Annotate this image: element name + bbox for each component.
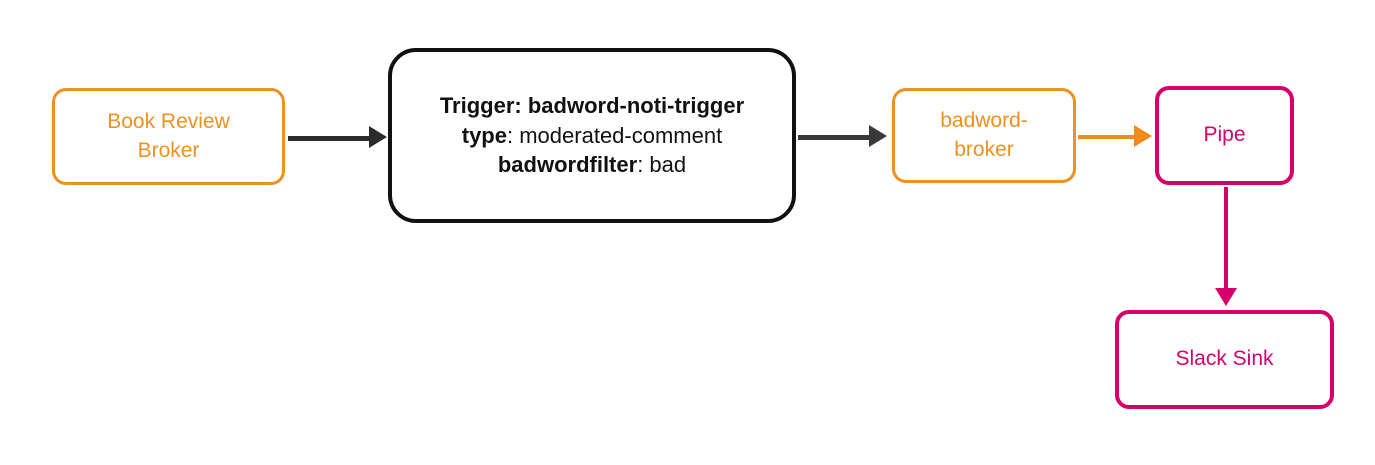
arrowhead-right-icon bbox=[869, 125, 887, 147]
node-trigger-line-2-value: moderated-comment bbox=[519, 122, 723, 148]
node-trigger-line-3-value: bad bbox=[649, 152, 687, 178]
node-slack-sink-label: Slack Sink bbox=[1175, 347, 1274, 371]
node-trigger-line-2-separator: : bbox=[507, 122, 520, 148]
node-pipe-label: Pipe bbox=[1203, 123, 1246, 147]
node-trigger-label: Trigger: badword-noti-trigger type: mode… bbox=[440, 91, 744, 180]
node-badword-broker-line-1: badword- bbox=[940, 109, 1028, 133]
node-trigger-line-3-key: badwordfilter bbox=[497, 152, 638, 178]
node-badword-broker[interactable]: badword- broker bbox=[892, 88, 1076, 183]
node-trigger-line-1: Trigger: badword-noti-trigger bbox=[439, 92, 745, 118]
node-trigger-line-3: badwordfilter: bad bbox=[440, 150, 744, 180]
edge-shaft bbox=[1078, 135, 1137, 139]
node-trigger[interactable]: Trigger: badword-noti-trigger type: mode… bbox=[388, 48, 796, 223]
edge-shaft bbox=[288, 136, 372, 141]
node-slack-sink[interactable]: Slack Sink bbox=[1115, 310, 1334, 409]
node-book-review-broker-label: Book Review Broker bbox=[107, 108, 230, 165]
node-book-review-broker-line-2: Broker bbox=[137, 138, 200, 162]
node-trigger-line-2: type: moderated-comment bbox=[440, 121, 744, 151]
node-trigger-line-3-separator: : bbox=[637, 152, 650, 178]
node-pipe[interactable]: Pipe bbox=[1155, 86, 1294, 185]
node-trigger-line-2-key: type bbox=[461, 122, 507, 148]
edge-shaft bbox=[798, 135, 872, 140]
node-book-review-broker-line-1: Book Review bbox=[107, 110, 230, 134]
node-badword-broker-label: badword- broker bbox=[940, 107, 1028, 164]
node-book-review-broker[interactable]: Book Review Broker bbox=[52, 88, 285, 185]
arrowhead-right-icon bbox=[369, 126, 387, 148]
edge-shaft bbox=[1224, 187, 1228, 289]
node-badword-broker-line-2: broker bbox=[954, 137, 1014, 161]
arrowhead-down-icon bbox=[1215, 288, 1237, 306]
arrowhead-right-icon bbox=[1134, 125, 1152, 147]
